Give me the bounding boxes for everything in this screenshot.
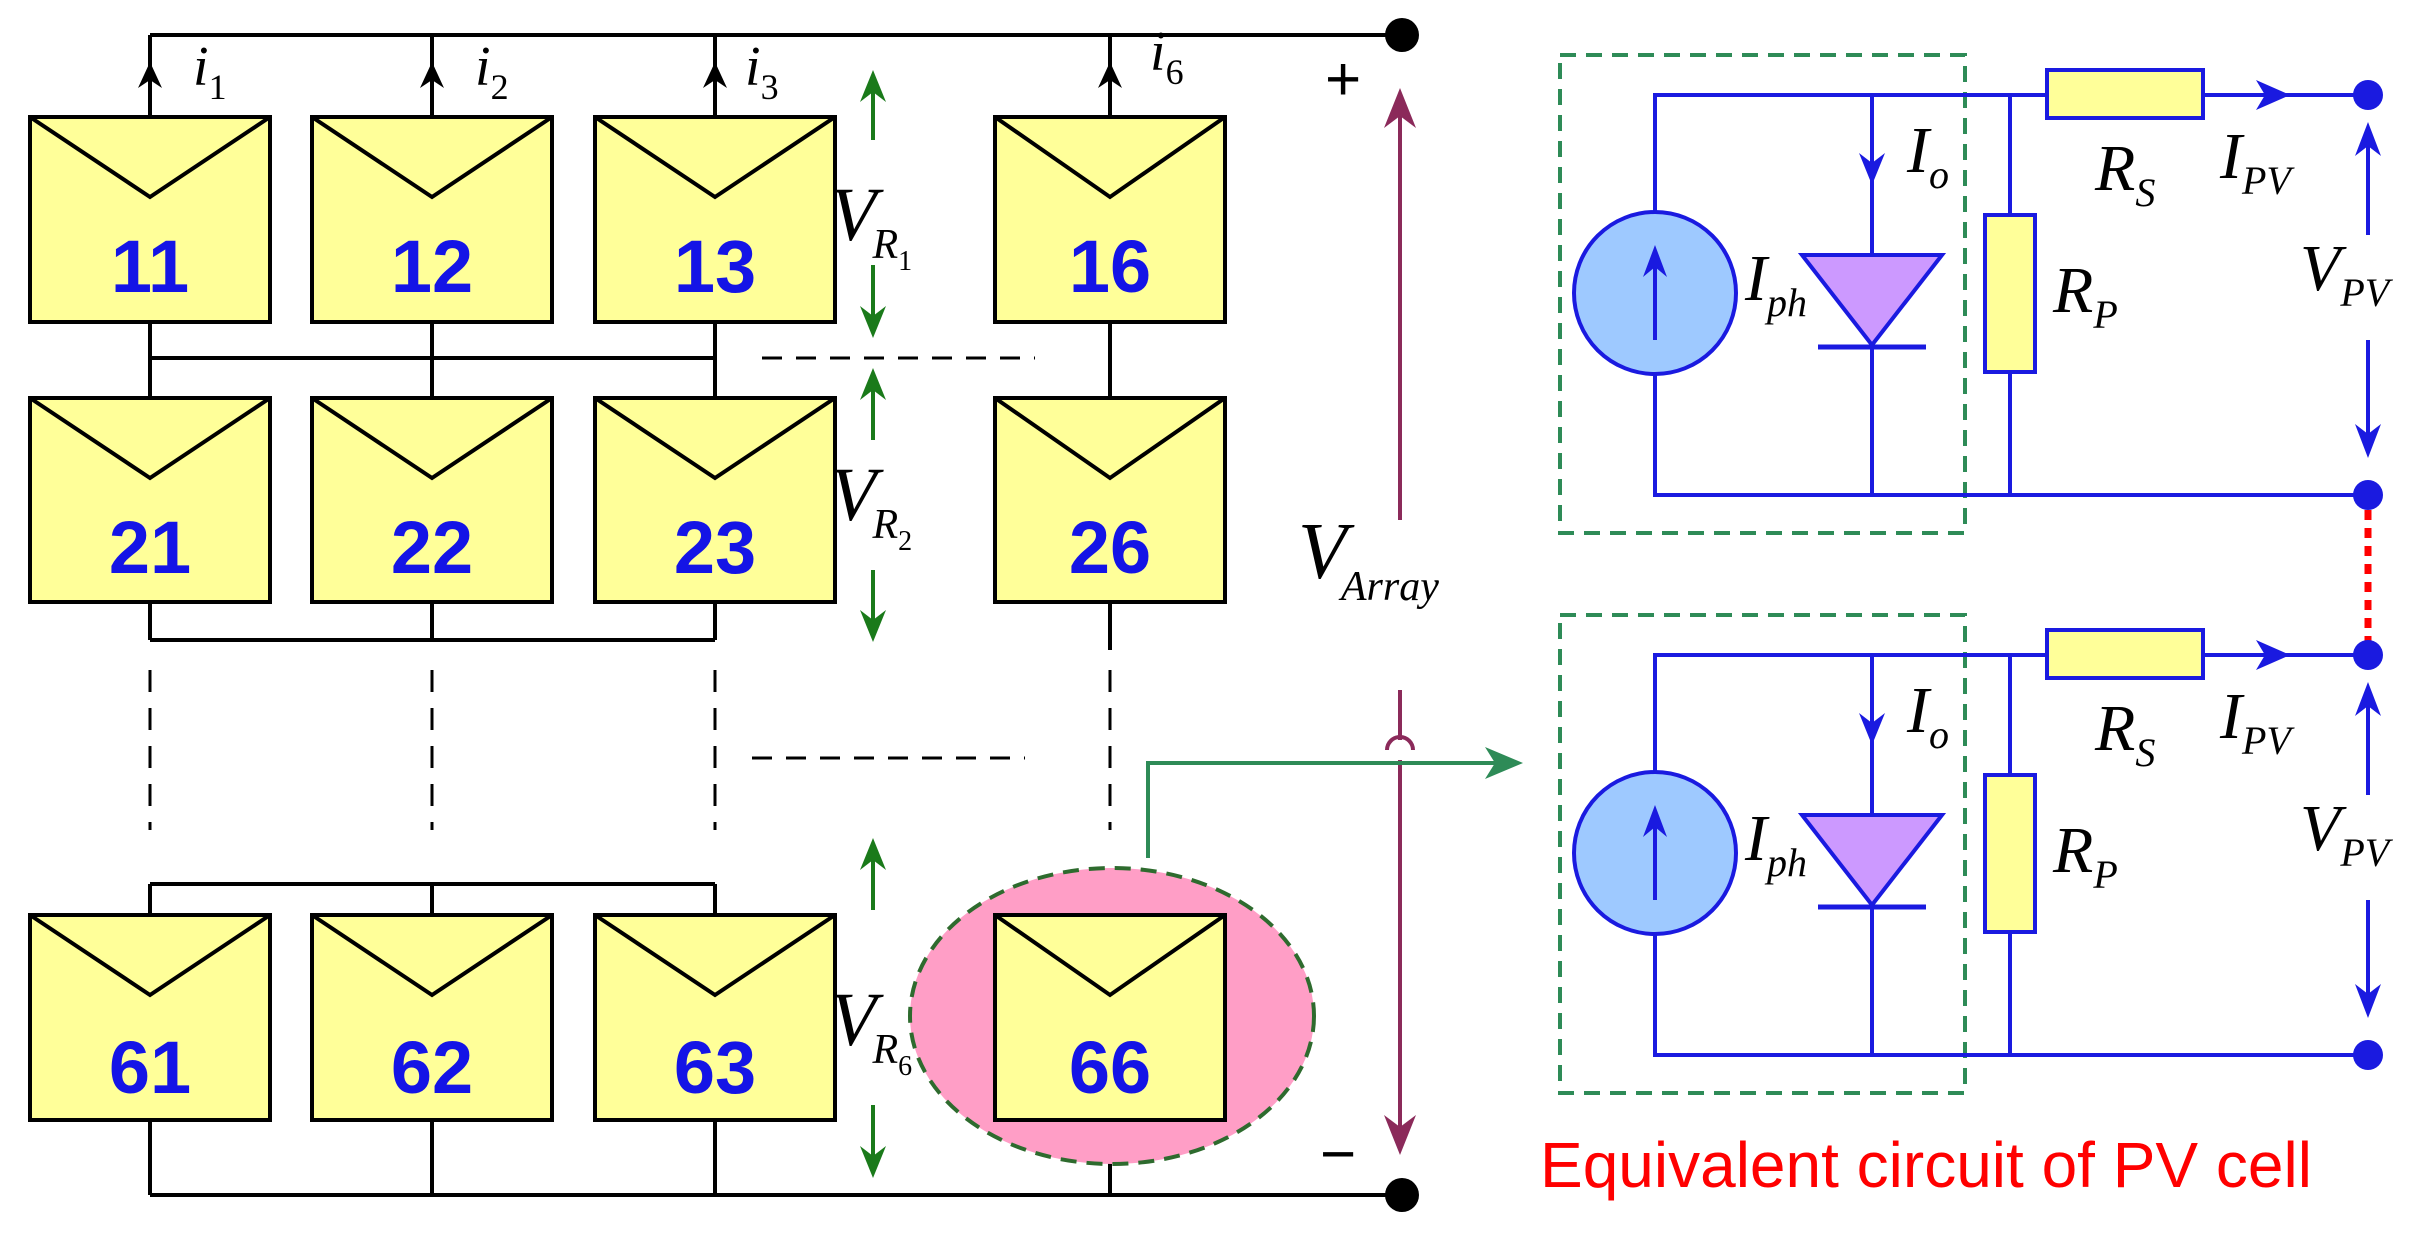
module-number: 23	[674, 506, 756, 589]
diode	[1797, 253, 1947, 349]
circuit-bottom-wire	[1653, 373, 2368, 497]
ipv-label: IPV	[2219, 120, 2295, 203]
io-arrow	[1859, 153, 1885, 185]
iph-label: Iph	[1744, 802, 1807, 885]
module-number: 26	[1069, 506, 1151, 589]
row1-voltage-arrows	[860, 70, 886, 338]
current-arrow-i6	[1098, 62, 1122, 88]
module-number: 66	[1069, 1026, 1151, 1109]
module-number: 22	[391, 506, 473, 589]
cell-to-circuit-pointer	[1146, 747, 1523, 858]
row6-voltage-label: VR6	[830, 978, 912, 1082]
module-r62: 62	[310, 913, 554, 1122]
row2-voltage-label: VR2	[830, 453, 912, 557]
module-r16: 16	[993, 115, 1227, 324]
rp-label: RP	[2052, 814, 2118, 897]
module-r12: 12	[310, 115, 554, 324]
vpv-arrows	[2355, 122, 2381, 458]
circuit-bottom-wire	[1653, 933, 2368, 1057]
module-number: 21	[109, 506, 191, 589]
module-number: 13	[674, 225, 756, 308]
current-arrow-i1	[138, 62, 162, 88]
module-r61: 61	[28, 913, 272, 1122]
current-label-i1: i1	[193, 36, 227, 107]
vpv-arrows	[2355, 682, 2381, 1018]
module-r13: 13	[593, 115, 837, 324]
parallel-resistor	[1983, 213, 2037, 374]
circuit-top-wire	[1653, 653, 2047, 772]
array-voltage-label: VArray	[1298, 508, 1439, 610]
rs-label: RS	[2094, 692, 2155, 775]
output-terminal-bottom	[2353, 480, 2383, 510]
series-resistor	[2045, 628, 2205, 680]
row2-voltage-arrows	[860, 368, 886, 642]
module-number: 16	[1069, 225, 1151, 308]
array-voltage-arrow	[1384, 88, 1416, 1155]
ipv-label: IPV	[2219, 680, 2295, 763]
rs-label: RS	[2094, 132, 2155, 215]
module-r66: 66	[993, 913, 1227, 1122]
module-r22: 22	[310, 396, 554, 604]
circuit-caption: Equivalent circuit of PV cell	[1540, 1129, 2312, 1201]
module-number: 11	[111, 225, 189, 308]
io-label: Io	[1906, 114, 1949, 197]
pv-array: i1 i2 i3 i6	[28, 18, 1523, 1212]
module-r11: 11	[28, 115, 272, 324]
current-label-i3: i3	[745, 36, 779, 107]
equivalent-circuit-top: Io Iph RP RS IPV VPV	[1558, 53, 2394, 535]
current-arrow-i2	[420, 62, 444, 88]
module-r23: 23	[593, 396, 837, 604]
io-arrow	[1859, 713, 1885, 745]
module-number: 61	[109, 1026, 191, 1109]
diode	[1797, 813, 1947, 909]
io-label: Io	[1906, 674, 1949, 757]
current-arrow-i3	[703, 62, 727, 88]
current-label-i2: i2	[475, 36, 509, 107]
module-number: 12	[391, 225, 473, 308]
iph-label: Iph	[1744, 242, 1807, 325]
negative-terminal	[1385, 1178, 1419, 1212]
output-terminal-top	[2353, 640, 2383, 670]
module-r26: 26	[993, 396, 1227, 604]
minus-sign: −	[1320, 1120, 1356, 1189]
circuit-top-wire	[1653, 93, 2047, 212]
vpv-label: VPV	[2300, 792, 2394, 875]
vpv-label: VPV	[2300, 232, 2394, 315]
module-number: 63	[674, 1026, 756, 1109]
current-label-i6: i6	[1150, 21, 1184, 92]
equivalent-circuit-bottom: Io Iph RP RS IPV VPV	[1558, 613, 2394, 1095]
parallel-resistor	[1983, 773, 2037, 934]
current-source-arrowhead	[1643, 805, 1667, 837]
rp-label: RP	[2052, 254, 2118, 337]
module-number: 62	[391, 1026, 473, 1109]
row6-voltage-arrows	[860, 838, 886, 1178]
module-r21: 21	[28, 396, 272, 604]
current-source-arrowhead	[1643, 245, 1667, 277]
output-terminal-bottom	[2353, 1040, 2383, 1070]
positive-terminal	[1385, 18, 1419, 52]
output-terminal-top	[2353, 80, 2383, 110]
row1-voltage-label: VR1	[830, 173, 912, 277]
ipv-arrow	[2256, 640, 2290, 670]
series-resistor	[2045, 68, 2205, 120]
plus-sign: +	[1325, 45, 1361, 114]
ipv-arrow	[2256, 80, 2290, 110]
module-r63: 63	[593, 913, 837, 1122]
